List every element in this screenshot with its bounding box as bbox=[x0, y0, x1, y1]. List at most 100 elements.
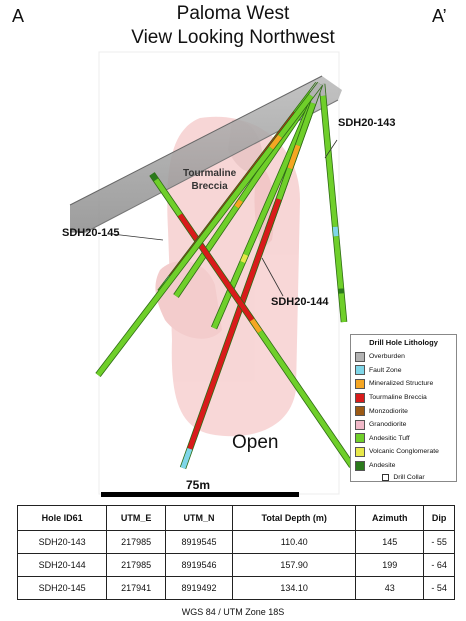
trace-a-interval bbox=[234, 199, 243, 209]
breccia-label: Tourmaline Breccia bbox=[183, 167, 236, 193]
legend-item-label: Volcanic Conglomerate bbox=[369, 448, 439, 456]
table-cell: 43 bbox=[355, 576, 425, 600]
table-cell: - 54 bbox=[423, 576, 455, 600]
table-header-cell: Hole ID61 bbox=[16, 505, 108, 531]
table-cell: 8919545 bbox=[164, 530, 233, 554]
hole-label-143: SDH20-143 bbox=[338, 117, 396, 129]
table-cell: 199 bbox=[355, 553, 425, 577]
legend-item: Andesitic Tuff bbox=[355, 432, 452, 446]
trace-e-interval bbox=[309, 82, 322, 98]
table-header-cell: Azimuth bbox=[355, 505, 425, 531]
collar-square-icon bbox=[382, 474, 390, 482]
open-label: Open bbox=[232, 432, 279, 453]
breccia-label-line-1: Tourmaline bbox=[183, 168, 237, 179]
table-header-cell: Dip bbox=[423, 505, 455, 531]
hole-label-145: SDH20-145 bbox=[62, 227, 120, 239]
legend-item: Mineralized Structure bbox=[355, 377, 452, 391]
leader-144 bbox=[261, 257, 284, 297]
table-cell: 8919492 bbox=[164, 576, 233, 600]
legend-swatch bbox=[355, 406, 365, 417]
legend-item: Fault Zone bbox=[355, 364, 452, 378]
legend-item-label: Andesitic Tuff bbox=[369, 434, 410, 442]
legend-collar: Drill Collar bbox=[355, 474, 452, 482]
trace-b-interval bbox=[240, 253, 249, 264]
section-end-label: A’ bbox=[432, 6, 447, 26]
legend-swatch bbox=[355, 392, 365, 403]
trace-143-interval bbox=[332, 226, 339, 237]
overburden-slab bbox=[69, 75, 342, 233]
hole-label-144: SDH20-144 bbox=[271, 296, 329, 308]
legend-swatch bbox=[355, 433, 365, 444]
legend-item-label: Overburden bbox=[369, 353, 405, 361]
cross-section-drawing bbox=[69, 51, 355, 497]
legend-title: Drill Hole Lithology bbox=[369, 338, 438, 347]
trace-143-interval bbox=[338, 293, 347, 323]
table-cell: - 55 bbox=[423, 530, 455, 554]
legend-item: Volcanic Conglomerate bbox=[355, 445, 452, 459]
table-cell: 217985 bbox=[106, 553, 166, 577]
legend-swatch bbox=[355, 446, 365, 457]
leader-145 bbox=[111, 233, 164, 241]
legend-swatch bbox=[355, 460, 365, 471]
trace-144-interval bbox=[187, 198, 282, 450]
page-title: Paloma West View Looking Northwest bbox=[0, 2, 466, 50]
trace-145-interval bbox=[149, 172, 159, 182]
legend-item: Tourmaline Breccia bbox=[355, 391, 452, 405]
table-header-cell: UTM_E bbox=[106, 505, 166, 531]
legend-swatch bbox=[355, 378, 365, 389]
legend-item: Andesite bbox=[355, 459, 452, 473]
scale-label: 75m bbox=[186, 478, 211, 492]
table-cell: 217941 bbox=[106, 576, 166, 600]
table-cell: 145 bbox=[355, 530, 425, 554]
trace-144-interval bbox=[287, 144, 301, 170]
table-cell: 134.10 bbox=[231, 576, 357, 600]
trace-145-interval bbox=[257, 330, 355, 468]
trace-e-interval bbox=[278, 94, 314, 138]
table-header-cell: UTM_N bbox=[164, 505, 233, 531]
scale-bar bbox=[101, 492, 299, 497]
table-cell: - 64 bbox=[423, 553, 455, 577]
legend-item: Monzodiorite bbox=[355, 404, 452, 418]
trace-b-interval bbox=[211, 261, 245, 329]
table-cell: 110.40 bbox=[231, 530, 357, 554]
trace-145-interval bbox=[249, 318, 263, 334]
legend-item-label: Monzodiorite bbox=[369, 407, 408, 415]
trace-e-interval bbox=[269, 134, 283, 150]
table-cell: 8919546 bbox=[164, 553, 233, 577]
coordinate-system-note: WGS 84 / UTM Zone 18S bbox=[181, 607, 285, 617]
legend-item-label: Mineralized Structure bbox=[369, 380, 434, 388]
table-cell: SDH20-145 bbox=[16, 576, 108, 600]
trace-145-interval bbox=[153, 178, 183, 217]
legend-item-label: Fault Zone bbox=[369, 366, 402, 374]
legend-item-label: Granodiorite bbox=[369, 421, 407, 429]
table-cell: SDH20-144 bbox=[16, 553, 108, 577]
trace-144-interval bbox=[276, 167, 293, 201]
legend-item-label: Tourmaline Breccia bbox=[369, 394, 427, 402]
cross-section-view: A A’ Paloma West View Looking Northwest … bbox=[0, 2, 466, 497]
legend-swatch bbox=[355, 419, 365, 430]
trace-e-interval bbox=[96, 146, 274, 377]
trace-143-interval bbox=[333, 236, 344, 289]
title-line-2: View Looking Northwest bbox=[131, 27, 335, 48]
legend-item: Granodiorite bbox=[355, 418, 452, 432]
trace-145-interval bbox=[177, 213, 255, 322]
table-header-cell: Total Depth (m) bbox=[231, 505, 357, 531]
table-cell: 217985 bbox=[106, 530, 166, 554]
trace-143-interval bbox=[320, 95, 338, 228]
breccia-label-line-2: Breccia bbox=[191, 181, 228, 192]
drill-holes bbox=[95, 81, 355, 470]
table-cell: SDH20-143 bbox=[16, 530, 108, 554]
legend-swatch bbox=[355, 351, 365, 362]
legend-item: Overburden bbox=[355, 350, 452, 364]
trace-144-interval bbox=[180, 447, 193, 469]
legend-collar-label: Drill Collar bbox=[393, 474, 425, 482]
title-line-1: Paloma West bbox=[176, 3, 290, 24]
